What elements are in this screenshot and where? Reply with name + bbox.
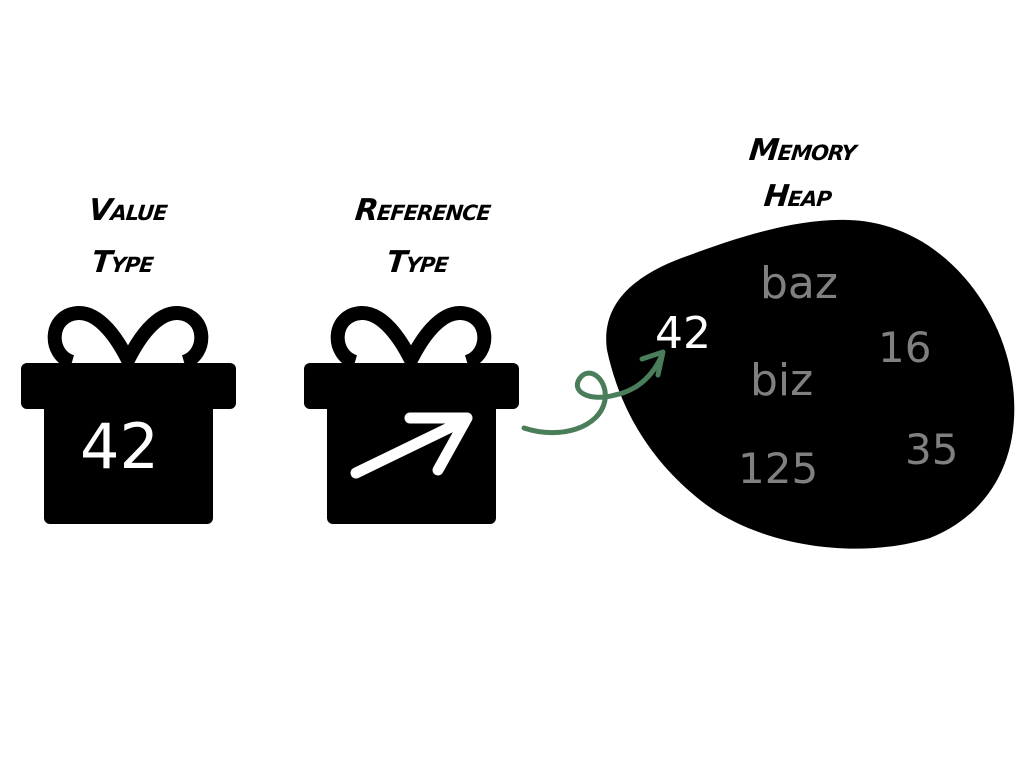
- label-line: Type: [384, 245, 450, 280]
- label-line: Memory: [747, 133, 858, 168]
- heap-item: 16: [878, 323, 932, 372]
- memory-heap-label: Memory Heap: [715, 128, 885, 220]
- memory-heap-blob: [606, 219, 1015, 549]
- value-type-label: Value Type: [35, 185, 216, 289]
- value-box-number: 42: [80, 410, 159, 483]
- heap-item: biz: [750, 355, 814, 406]
- value-gift-box: [21, 306, 236, 524]
- heap-item: baz: [760, 258, 838, 309]
- label-line: Value: [86, 193, 169, 228]
- reference-pointer-arrow: [521, 349, 666, 436]
- reference-type-label: Reference Type: [315, 185, 526, 289]
- arrow-icon: [350, 412, 473, 479]
- heap-item: 35: [905, 425, 959, 474]
- label-line: Type: [89, 245, 155, 280]
- reference-gift-box: [304, 306, 519, 524]
- heap-item-highlighted: 42: [655, 308, 711, 359]
- label-line: Reference: [353, 193, 493, 228]
- label-line: Heap: [762, 179, 834, 214]
- heap-item: 125: [738, 444, 819, 493]
